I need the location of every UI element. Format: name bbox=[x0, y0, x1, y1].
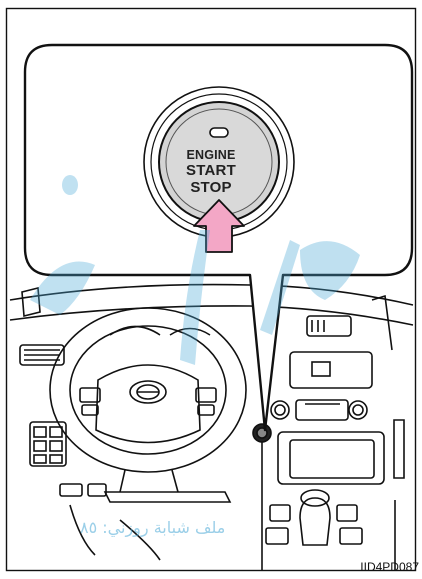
dashboard-start-button bbox=[253, 424, 271, 442]
button-label-stop: STOP bbox=[0, 179, 422, 196]
button-label-start: START bbox=[0, 162, 422, 179]
button-label-engine: ENGINE bbox=[0, 148, 422, 162]
power-button-icon bbox=[210, 128, 228, 137]
watermark-text: ملف شبابة روزني: ٨٥ bbox=[80, 518, 225, 537]
figure-code: IID4PD087 bbox=[360, 560, 419, 574]
